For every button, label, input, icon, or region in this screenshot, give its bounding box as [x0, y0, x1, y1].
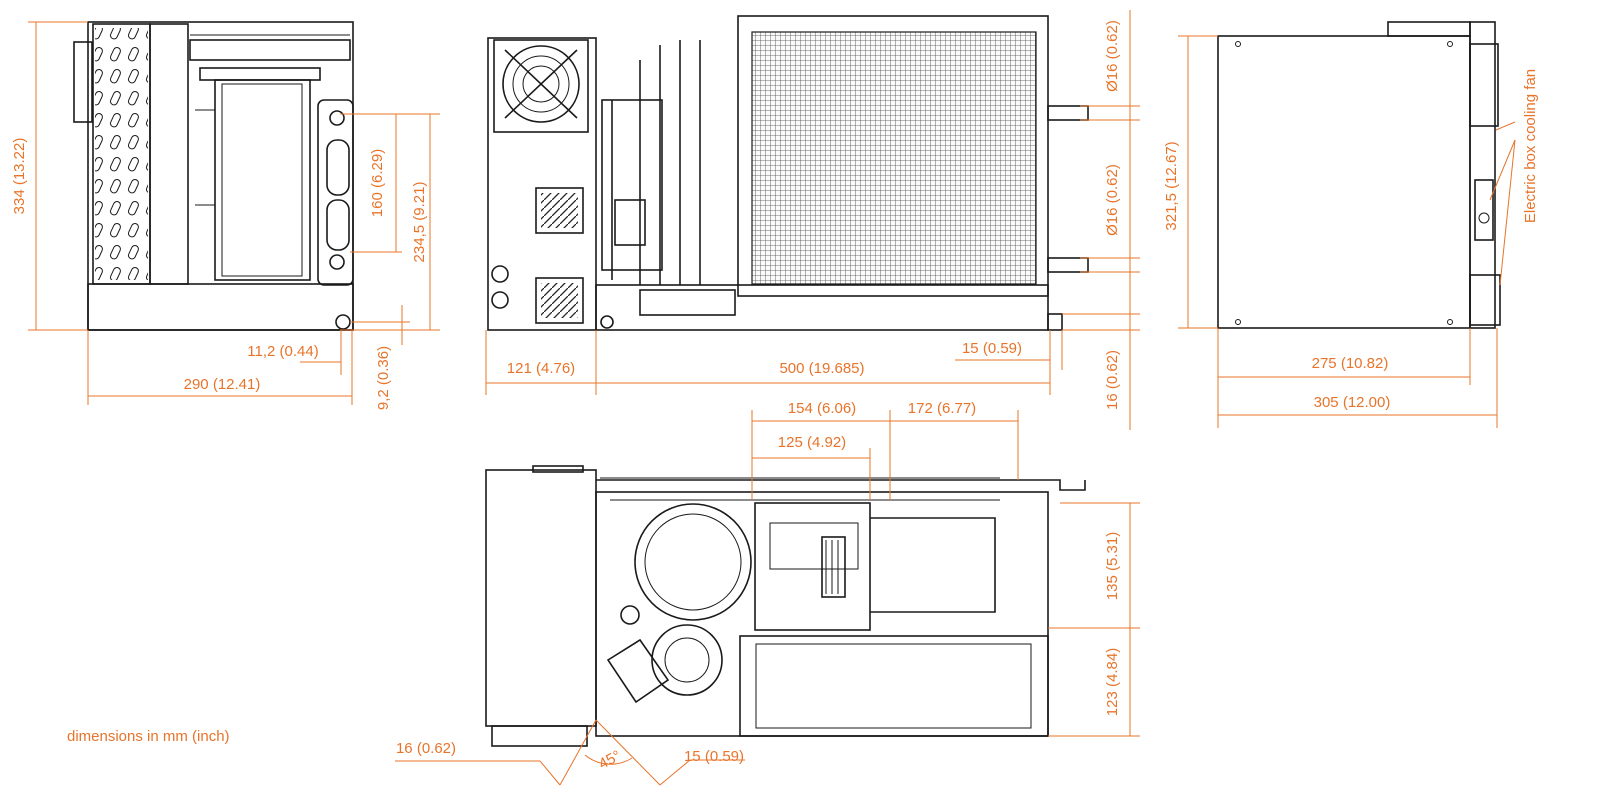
right-view-outline: [1217, 21, 1501, 329]
side-width-label: 290 (12.41): [184, 376, 261, 393]
top-depth-135-label: 135 (5.31): [1104, 532, 1121, 600]
front-view: Ø16 (0.62) Ø16 (0.62) 121 (4.76) 500 (19…: [485, 10, 1140, 430]
right-overall-depth-label: 305 (12.00): [1314, 394, 1391, 411]
front-view-outline: [487, 15, 1089, 331]
units-note: dimensions in mm (inch): [67, 728, 230, 745]
front-pipe-diameter-mid-label: Ø16 (0.62): [1104, 164, 1121, 236]
right-dimension-lines: [1178, 35, 1516, 428]
side-view-outline: [73, 21, 354, 331]
right-depth-label: 275 (10.82): [1312, 355, 1389, 372]
top-view: 154 (6.06) 172 (6.77) 125 (4.92) 135 (5.…: [395, 400, 1140, 786]
top-right-offset-label: 15 (0.59): [684, 748, 744, 765]
top-offset-125-label: 125 (4.92): [778, 434, 846, 451]
side-height-label: 334 (13.22): [11, 138, 28, 215]
front-unit-length-label: 500 (19.685): [779, 360, 864, 377]
top-left-offset-label: 16 (0.62): [396, 740, 456, 757]
top-offset-172-label: 172 (6.77): [908, 400, 976, 417]
top-offset-154-label: 154 (6.06): [788, 400, 856, 417]
side-top-to-pipe-label: 234,5 (9.21): [411, 182, 428, 263]
side-pipe-offset-label: 11,2 (0.44): [247, 343, 318, 360]
front-pipe-protrusion-label: 15 (0.59): [962, 340, 1022, 357]
side-view: 334 (13.22) 160 (6.29) 234,5 (9.21) 11,2…: [11, 21, 440, 410]
side-pipe-height-label: 9,2 (0.36): [375, 346, 392, 410]
front-electric-box-width-label: 121 (4.76): [507, 360, 575, 377]
top-depth-123-label: 123 (4.84): [1104, 648, 1121, 716]
right-view: 321,5 (12.67) 275 (10.82) 305 (12.00) El…: [1163, 21, 1539, 428]
right-height-label: 321,5 (12.67): [1163, 141, 1180, 230]
right-fan-callout: Electric box cooling fan: [1522, 69, 1539, 223]
front-pipe-base-height-label: 16 (0.62): [1104, 350, 1121, 410]
side-dimension-lines: [28, 21, 440, 405]
side-condenser-height-label: 160 (6.29): [369, 149, 386, 217]
top-angle-label: 45°: [596, 747, 624, 773]
top-view-outline: [485, 465, 1086, 747]
front-pipe-diameter-top-label: Ø16 (0.62): [1104, 20, 1121, 92]
top-dimension-lines: [395, 410, 1140, 786]
front-dimension-lines: [485, 10, 1140, 430]
